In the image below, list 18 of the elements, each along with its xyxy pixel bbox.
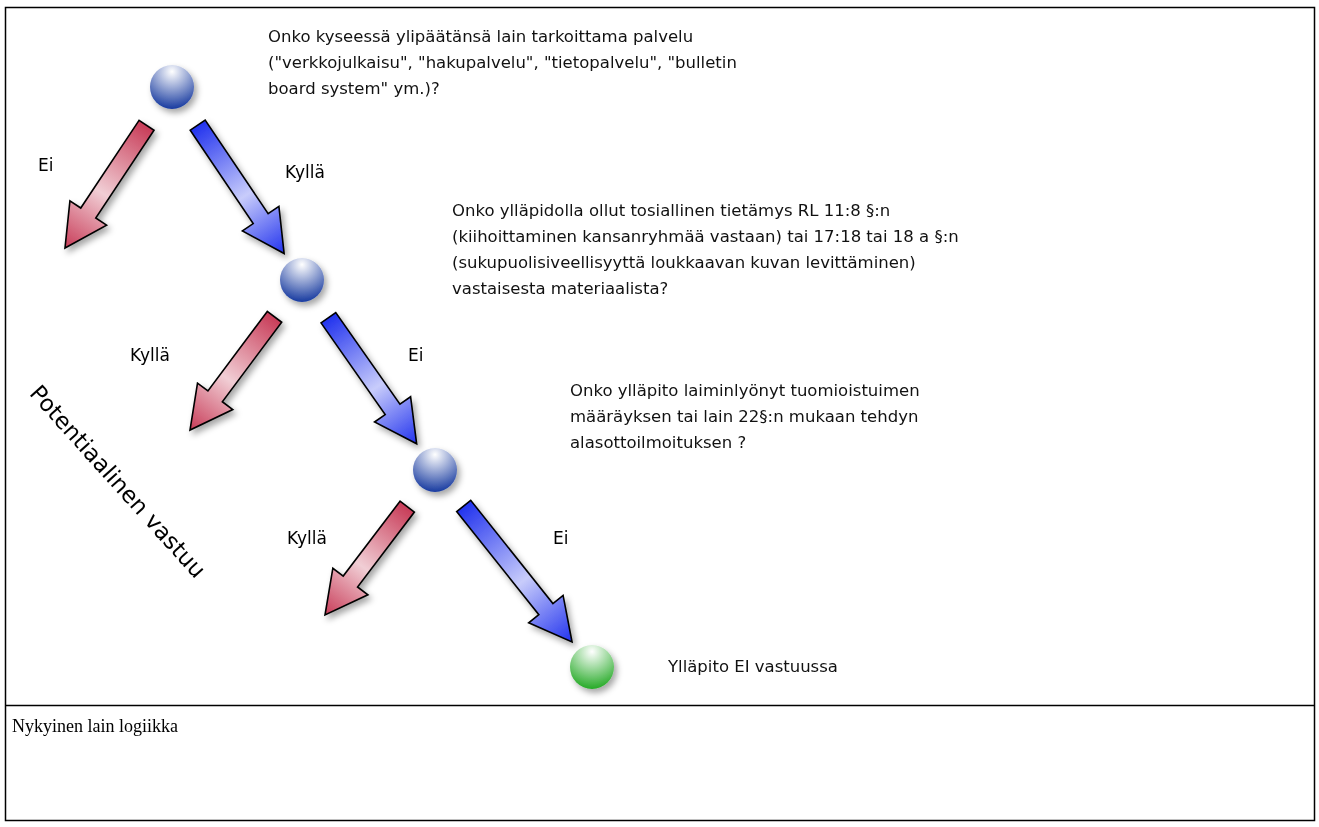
- block-arrow: [455, 499, 574, 644]
- edge-label: Kyllä: [283, 162, 327, 182]
- block-arrow: [64, 119, 156, 250]
- block-arrow: [188, 310, 283, 432]
- edge-label: Kyllä: [285, 528, 329, 548]
- edge-label: Kyllä: [128, 345, 172, 365]
- block-arrow: [189, 119, 286, 255]
- sphere-node: [570, 645, 614, 689]
- question-text: Onko ylläpidolla ollut tosiallinen tietämys RL 11:8 §:n (kiihoittaminen kansanryhmää vastaan) tai 17:18 tai 18 a §:n (sukupuolisiveellisyyttä loukkaavan kuvan levittäminen) vastaisesta materiaalista?: [452, 200, 960, 300]
- question-text: Onko ylläpito laiminlyönyt tuomioistuimen määräyksen tai lain 22§:n mukaan tehdyn alasottoilmoituksen ?: [570, 380, 921, 454]
- block-arrow: [323, 500, 416, 617]
- block-arrow: [319, 311, 418, 446]
- caption: Nykyinen lain logiikka: [12, 716, 178, 737]
- sphere-node: [280, 258, 324, 302]
- question-text: Onko kyseessä ylipäätänsä lain tarkoittama palvelu ("verkkojulkaisu", "hakupalvelu", "tietopalvelu", "bulletin board system" ym.)?: [268, 26, 738, 100]
- question-text: Ylläpito EI vastuussa: [668, 656, 839, 678]
- sphere-node: [150, 65, 194, 109]
- sphere-node: [413, 448, 457, 492]
